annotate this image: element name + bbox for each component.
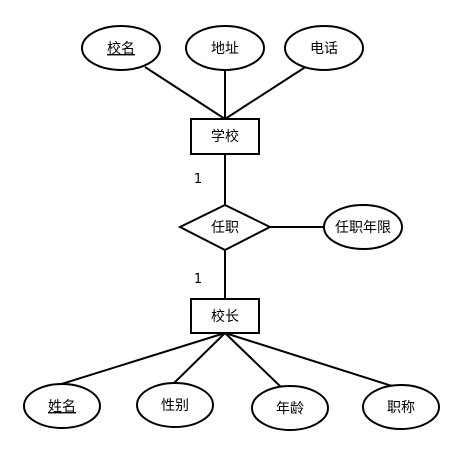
attribute-school-phone-label: 电话 xyxy=(310,41,338,57)
attribute-principal-gender-label: 性别 xyxy=(161,398,189,414)
edge-principal-age xyxy=(224,332,283,389)
attribute-principal-age-label: 年龄 xyxy=(276,401,304,417)
attribute-principal-gender[interactable]: 性别 xyxy=(136,382,214,428)
edge-principal-gender xyxy=(171,332,226,386)
attribute-tenure-label: 任职年限 xyxy=(335,220,391,236)
attribute-principal-name-label: 姓名 xyxy=(48,399,76,415)
entity-school-label: 学校 xyxy=(211,128,239,145)
attribute-principal-name[interactable]: 姓名 xyxy=(23,383,101,429)
attribute-school-phone[interactable]: 电话 xyxy=(284,25,364,71)
cardinality-principal: 1 xyxy=(194,272,202,287)
edge-school-name xyxy=(144,66,226,120)
relationship-employment[interactable]: 任职 xyxy=(177,203,273,252)
edge-school-phone xyxy=(224,65,308,120)
attribute-school-address-label: 地址 xyxy=(211,41,239,57)
attribute-principal-title[interactable]: 职称 xyxy=(362,384,440,430)
relationship-employment-label: 任职 xyxy=(211,220,239,236)
cardinality-school: 1 xyxy=(194,172,202,187)
entity-school[interactable]: 学校 xyxy=(190,118,260,155)
attribute-school-name[interactable]: 校名 xyxy=(81,25,161,71)
edge-principal-name xyxy=(54,332,226,387)
attribute-school-name-label: 校名 xyxy=(107,40,135,57)
attribute-principal-age[interactable]: 年龄 xyxy=(251,385,329,431)
attribute-tenure[interactable]: 任职年限 xyxy=(323,204,403,250)
entity-principal-label: 校长 xyxy=(211,308,239,325)
edge-principal-title xyxy=(224,332,393,387)
attribute-principal-title-label: 职称 xyxy=(387,400,415,416)
attribute-school-address[interactable]: 地址 xyxy=(185,25,265,71)
entity-principal[interactable]: 校长 xyxy=(190,298,260,334)
